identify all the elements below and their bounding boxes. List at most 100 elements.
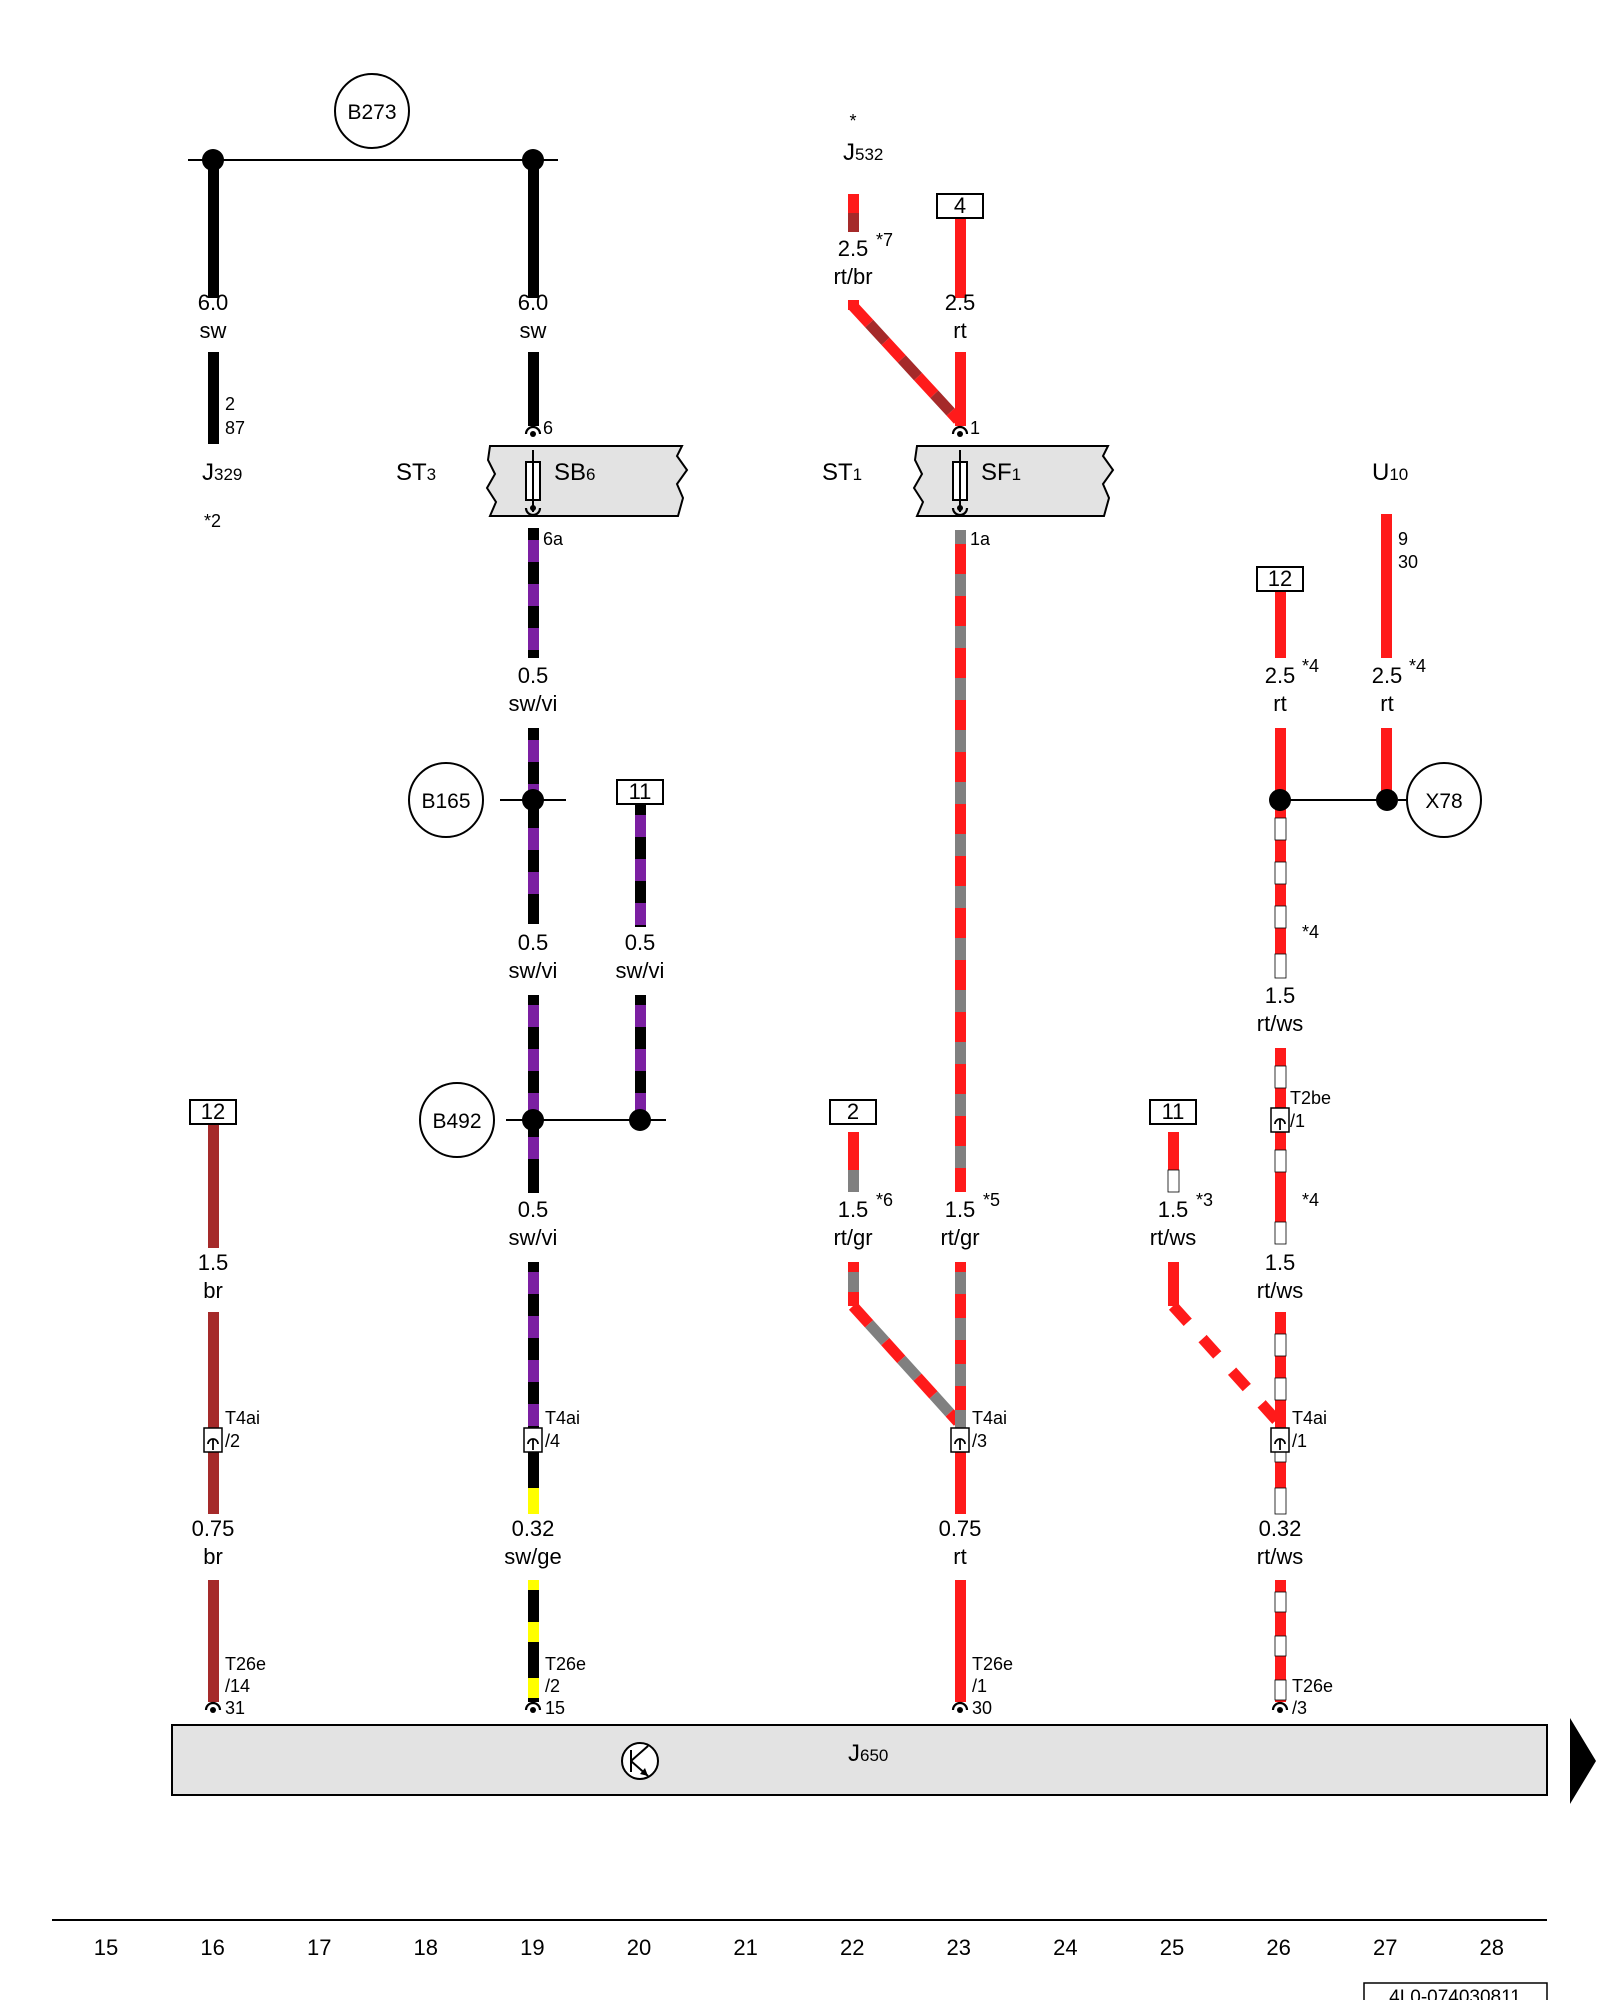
x78-circle[interactable] bbox=[1406, 762, 1482, 838]
t26e-16-pin: /14 bbox=[225, 1676, 250, 1696]
wire-25-rtws-top[interactable] bbox=[1168, 1132, 1179, 1192]
footer-code-box bbox=[1363, 1982, 1548, 2000]
wire-23-rt-top[interactable] bbox=[955, 218, 966, 298]
b492-circle[interactable] bbox=[419, 1082, 495, 1158]
footer-code: 4L0-074030811 bbox=[1389, 1987, 1521, 2000]
grid-column-16: 16 bbox=[200, 1935, 224, 1960]
wire-23-rtgr-low[interactable] bbox=[955, 1262, 966, 1514]
t4ai-16-connector[interactable] bbox=[203, 1427, 223, 1453]
j532-label: J532 bbox=[843, 139, 883, 166]
stripe bbox=[528, 1678, 539, 1698]
ref-box-11-right[interactable] bbox=[1149, 1099, 1197, 1125]
grid-column-22: 22 bbox=[840, 1935, 864, 1960]
junction-dot bbox=[1269, 789, 1291, 811]
b165-circle[interactable] bbox=[408, 762, 484, 838]
t26e-19-pin: /2 bbox=[545, 1676, 560, 1696]
j650-control-unit[interactable] bbox=[171, 1724, 1548, 1796]
wire-16-sw-mid[interactable] bbox=[208, 352, 219, 444]
w22a-size: 2.5 bbox=[838, 236, 869, 261]
wire-25-rtws-stub[interactable] bbox=[1168, 1262, 1179, 1306]
stripe bbox=[635, 815, 646, 837]
ref-box-12-top[interactable] bbox=[1256, 566, 1304, 592]
stripe bbox=[528, 1049, 539, 1071]
wire-26-rtws-c[interactable] bbox=[1275, 1312, 1286, 1514]
ref-box-2-text: 2 bbox=[847, 1099, 859, 1124]
stripe bbox=[528, 740, 539, 762]
t4ai-23-connector[interactable] bbox=[950, 1427, 970, 1453]
wire-19-sw-top[interactable] bbox=[528, 158, 539, 298]
t4ai-26-connector[interactable] bbox=[1270, 1427, 1290, 1453]
stripe bbox=[955, 1042, 966, 1064]
stripe bbox=[635, 859, 646, 881]
w19b-color: sw/vi bbox=[509, 691, 558, 716]
junction-dot bbox=[202, 149, 224, 171]
wire-26-rt-top[interactable] bbox=[1275, 592, 1286, 658]
stripe bbox=[635, 903, 646, 925]
wire-19-swvi-b[interactable] bbox=[528, 728, 539, 924]
wire-22-rtgr-top[interactable] bbox=[848, 1132, 859, 1192]
wire-19-swvi-d[interactable] bbox=[528, 1262, 539, 1514]
wire-26-rtws-b[interactable] bbox=[1275, 1048, 1286, 1244]
wire-16-br-c[interactable] bbox=[208, 1580, 219, 1702]
ref-box-12-top-text: 12 bbox=[1268, 566, 1292, 591]
wire-16-br-b[interactable] bbox=[208, 1312, 219, 1514]
grid-column-21: 21 bbox=[733, 1935, 757, 1960]
wire-23-rt-mid[interactable] bbox=[955, 352, 966, 426]
wire-26-rt-mid[interactable] bbox=[1275, 728, 1286, 800]
wire-23-rtgr-long[interactable] bbox=[955, 530, 966, 1192]
stripe bbox=[955, 1272, 966, 1294]
t26e-16-terminal[interactable] bbox=[204, 1701, 222, 1715]
w26a-color: rt bbox=[1273, 691, 1286, 716]
stripe bbox=[1274, 953, 1287, 979]
ref-box-11-right-text: 11 bbox=[1162, 1099, 1185, 1124]
b273-circle[interactable] bbox=[334, 73, 410, 149]
transistor-arrow bbox=[640, 1768, 648, 1776]
wire-27-rt-bottom[interactable] bbox=[1381, 728, 1392, 800]
w19a-size: 6.0 bbox=[518, 290, 549, 315]
t26e-23-pin: /1 bbox=[972, 1676, 987, 1696]
wire-27-rt-top[interactable] bbox=[1381, 514, 1392, 658]
t26e-19-terminal[interactable] bbox=[524, 1701, 542, 1715]
ref-box-11-mid[interactable] bbox=[616, 779, 664, 805]
grid-column-20: 20 bbox=[627, 1935, 651, 1960]
wire-23-rt-bottom[interactable] bbox=[955, 1580, 966, 1702]
sf1-pin-1: 1 bbox=[970, 418, 980, 438]
w23b-size: 1.5 bbox=[945, 1197, 976, 1222]
transistor-icon bbox=[621, 1742, 659, 1780]
stripe bbox=[528, 828, 539, 850]
wire-16-br-a[interactable] bbox=[208, 1124, 219, 1248]
stripe bbox=[848, 302, 963, 424]
w26a-note: *4 bbox=[1302, 656, 1319, 676]
t26e-23-terminal[interactable] bbox=[951, 1701, 969, 1715]
w25-size: 1.5 bbox=[1158, 1197, 1189, 1222]
connector-labels: T2be /1 T4ai /2 T4ai /4 T4ai /3 T4ai /1 … bbox=[225, 1088, 1333, 1718]
t4ai-19-connector[interactable] bbox=[523, 1427, 543, 1453]
ref-box-4[interactable] bbox=[936, 193, 984, 219]
w26d-size: 0.32 bbox=[1259, 1516, 1302, 1541]
t4ai-19-name: T4ai bbox=[545, 1408, 580, 1428]
wire-19-sw-mid[interactable] bbox=[528, 352, 539, 426]
sf1-in-terminal bbox=[951, 425, 969, 439]
w19e-color: sw/ge bbox=[504, 1544, 561, 1569]
stripe bbox=[528, 1622, 539, 1642]
wire-16-sw-top[interactable] bbox=[208, 158, 219, 298]
reference-boxes: 4 12 11 12 2 11 bbox=[189, 193, 1304, 1125]
t26e-26-terminal[interactable] bbox=[1271, 1701, 1289, 1715]
w16a-color: sw bbox=[200, 318, 227, 343]
ref-box-12-left[interactable] bbox=[189, 1099, 237, 1125]
t2be-connector[interactable] bbox=[1270, 1107, 1290, 1133]
wire-26-rtws-a[interactable] bbox=[1275, 800, 1286, 978]
w23c-size: 0.75 bbox=[939, 1516, 982, 1541]
grid-column-28: 28 bbox=[1480, 1935, 1504, 1960]
ref-box-2[interactable] bbox=[829, 1099, 877, 1125]
wire-22-rtbr-stub[interactable] bbox=[848, 300, 859, 310]
continue-arrow-icon[interactable] bbox=[1570, 1718, 1596, 1804]
u10-pin-9: 9 bbox=[1398, 529, 1408, 549]
t26e-26-pin: /3 bbox=[1292, 1698, 1307, 1718]
junction-dot bbox=[629, 1109, 651, 1131]
w20-size: 0.5 bbox=[625, 930, 656, 955]
j650-unit: J650 bbox=[171, 1718, 1596, 1804]
j329-label: J329 bbox=[202, 459, 242, 486]
stripe bbox=[1274, 817, 1287, 841]
fuse-holders bbox=[485, 425, 1115, 517]
